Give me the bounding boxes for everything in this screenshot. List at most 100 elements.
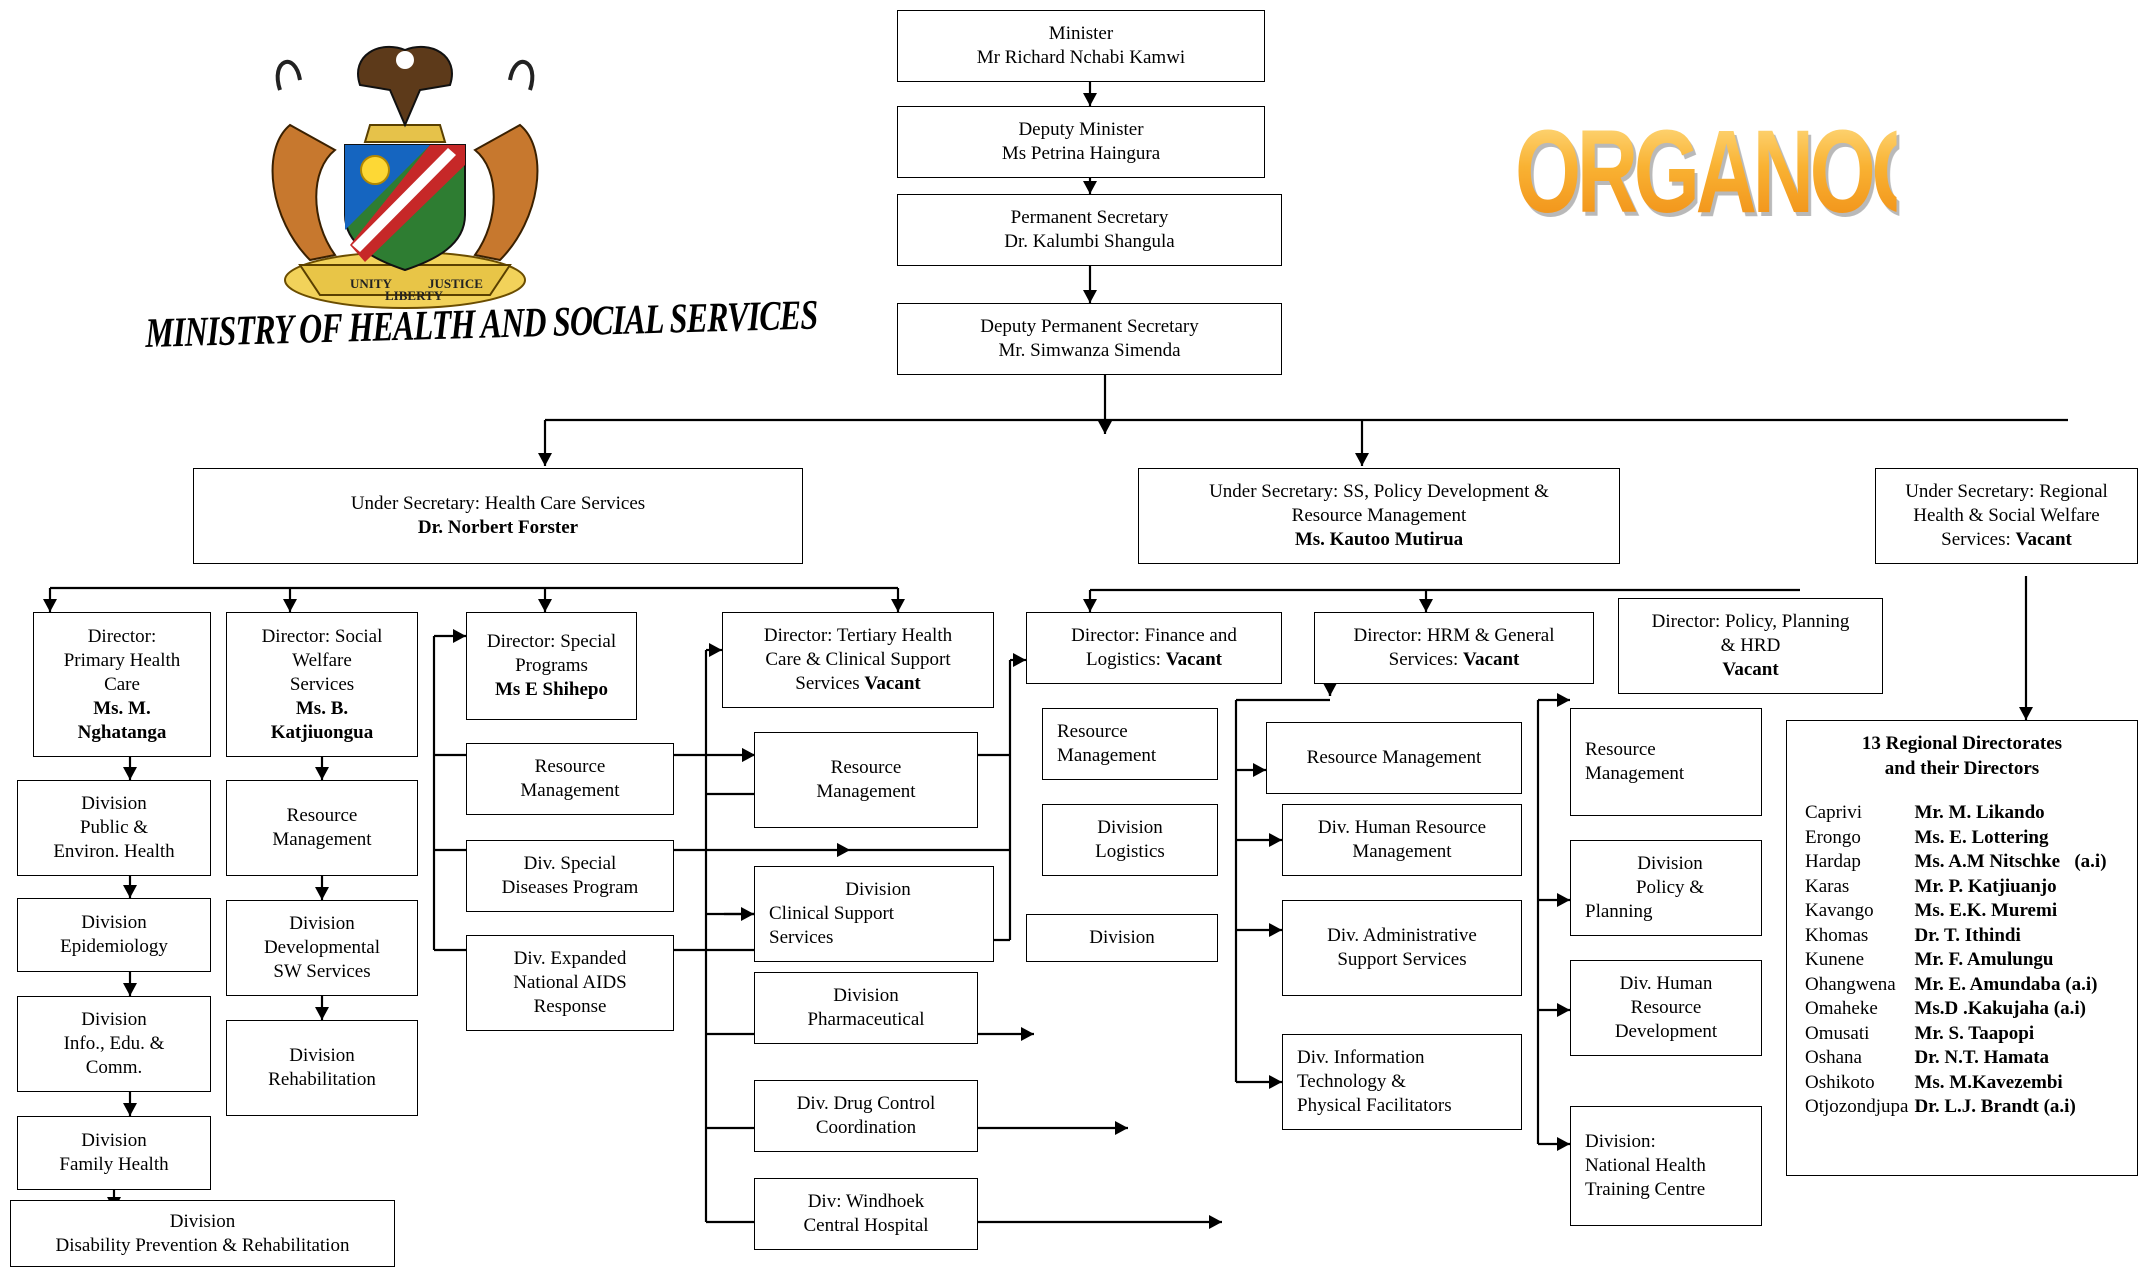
arrowhead xyxy=(123,885,137,898)
dps-title: Deputy Permanent Secretary xyxy=(980,316,1199,337)
unit-line: Resource xyxy=(1630,997,1702,1018)
minister-box: Minister Mr Richard Nchabi Kamwi xyxy=(897,10,1265,82)
regional-director: Dr. L.J. Brandt (a.i) xyxy=(1914,1096,2076,1117)
dir-pp-line-1: Director: Policy, Planning xyxy=(1651,611,1850,632)
us-regional-line-2: Health & Social Welfare xyxy=(1913,505,2100,526)
regional-director: Dr. N.T. Hamata xyxy=(1914,1047,2050,1068)
unit-line: Div. Administrative xyxy=(1327,925,1477,946)
dir-th-status: Vacant xyxy=(864,673,921,694)
us-regional-status: Vacant xyxy=(2015,529,2072,550)
unit-line: Developmental xyxy=(263,937,381,958)
unit-line: Response xyxy=(533,996,607,1017)
regional-director: Ms. E. Lottering xyxy=(1914,826,2049,848)
unit-line: Development xyxy=(1614,1021,1718,1042)
us-policy-title-1: Under Secretary: SS, Policy Development … xyxy=(1209,481,1549,502)
us-health-name: Dr. Norbert Forster xyxy=(417,517,579,538)
unit-line: Pharmaceutical xyxy=(807,1009,925,1030)
dir-th-line-2: Care & Clinical Support xyxy=(765,649,951,670)
unit-line: Division xyxy=(1637,853,1703,874)
deputy-minister-title: Deputy Minister xyxy=(1018,119,1144,140)
motto-unity: UNITY xyxy=(350,276,393,291)
regional-director: Ms.D .Kakujaha (a.i) xyxy=(1914,998,2086,1019)
coat-of-arms-icon: UNITY LIBERTY JUSTICE xyxy=(271,45,539,309)
dir-hrm-line-2: Services: Vacant xyxy=(1321,648,1587,672)
arrowhead xyxy=(891,599,905,612)
minister-name: Mr Richard Nchabi Kamwi xyxy=(976,47,1186,68)
us-regional-line-3: Services: Vacant xyxy=(1882,528,2131,552)
region-name: Omusati xyxy=(1805,1022,1870,1044)
region-name: Caprivi xyxy=(1805,802,1862,823)
dir-hrm-line-1: Director: HRM & General xyxy=(1353,625,1555,646)
regional-title-line-1: 13 Regional Directorates xyxy=(1861,733,2063,754)
unit-line: Management xyxy=(520,780,620,801)
dir-sw-line-1: Director: Social xyxy=(261,625,383,647)
minister-title: Minister xyxy=(1048,23,1114,44)
unit-line: Division xyxy=(1097,817,1163,838)
arrowhead xyxy=(315,767,329,780)
arrowhead xyxy=(1209,1215,1222,1229)
unit-line: Division xyxy=(81,793,147,814)
unit-line: Div. Human xyxy=(1619,973,1713,994)
arrowhead xyxy=(315,1007,329,1020)
arrowhead xyxy=(742,748,755,762)
arrowhead xyxy=(1269,833,1282,847)
dir-sw-line-3: Services xyxy=(289,673,355,695)
arrowhead xyxy=(43,599,57,612)
arrowhead xyxy=(1355,453,1369,466)
arrowhead xyxy=(1253,763,1266,777)
unit-line: Public & xyxy=(79,817,149,838)
regional-directorates-box: 13 Regional Directorates and their Direc… xyxy=(1786,720,2138,1176)
unit-line: Division xyxy=(81,1130,147,1151)
unit-line: Resource xyxy=(830,757,902,778)
us-policy-name: Ms. Kautoo Mutirua xyxy=(1294,529,1464,550)
arrowhead xyxy=(315,887,329,900)
dir-th-line-3: Services Vacant xyxy=(729,672,987,696)
unit-line: Div. Drug Control xyxy=(796,1093,936,1114)
arrowhead xyxy=(453,629,466,643)
unit-line: Logistics xyxy=(1095,841,1165,862)
region-name: Oshikoto xyxy=(1805,1071,1875,1093)
dir-sp-line-2: Programs xyxy=(515,655,588,676)
unit-line: Resource xyxy=(1585,739,1656,760)
deputy-permanent-secretary-box: Deputy Permanent Secretary Mr. Simwanza … xyxy=(897,303,1282,375)
unit-line: Environ. Health xyxy=(53,841,175,862)
arrowhead xyxy=(1323,683,1337,696)
unit-line: Training Centre xyxy=(1585,1179,1706,1200)
dir-phc-line-1: Director: xyxy=(87,625,157,647)
motto-liberty: LIBERTY xyxy=(385,288,444,303)
unit-line: SW Services xyxy=(273,961,371,982)
dir-pp-status: Vacant xyxy=(1722,659,1779,680)
arrowhead xyxy=(1269,923,1282,937)
unit-line: Disability Prevention & Rehabilitation xyxy=(55,1234,350,1256)
arrowhead xyxy=(123,767,137,780)
unit-line: Physical Facilitators xyxy=(1297,1095,1452,1116)
permanent-secretary-box: Permanent Secretary Dr. Kalumbi Shangula xyxy=(897,194,1282,266)
us-policy-box: Under Secretary: SS, Policy Development … xyxy=(1138,468,1620,564)
arrowhead xyxy=(1083,599,1097,612)
unit-line: Diseases Program xyxy=(501,877,639,898)
deputy-minister-name: Ms Petrina Haingura xyxy=(1001,143,1161,164)
arrowhead xyxy=(1269,1075,1282,1089)
region-name: Hardap xyxy=(1805,851,1861,872)
region-name: Erongo xyxy=(1805,826,1861,848)
arrowhead xyxy=(538,599,552,612)
regional-row: Erongo Ms. E. Lottering xyxy=(1805,826,2107,851)
arrowhead xyxy=(283,599,297,612)
